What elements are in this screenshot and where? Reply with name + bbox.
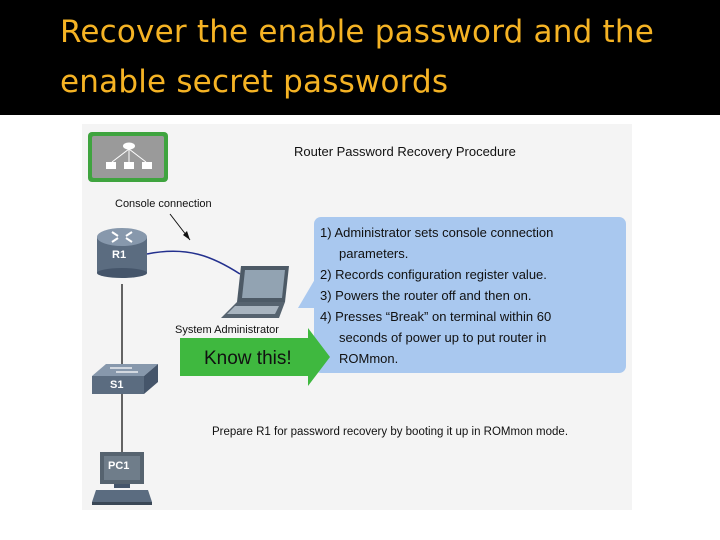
step-line: ROMmon.	[339, 351, 399, 366]
connection-lines	[121, 213, 241, 454]
diagram-caption: Prepare R1 for password recovery by boot…	[212, 426, 569, 438]
diagram-panel: Router Password Recovery Procedure Conso…	[82, 124, 632, 510]
slide-title-line-2: enable secret passwords	[60, 64, 449, 100]
step-line: 1) Administrator sets console connection	[320, 225, 554, 240]
green-arrow-icon	[180, 328, 330, 386]
switch-label: S1	[110, 379, 124, 391]
step-line: 3) Powers the router off and then on.	[320, 288, 532, 303]
know-this-callout: Know this!	[180, 328, 330, 386]
switch-s1: S1	[88, 362, 158, 396]
system-administrator-label: System Administrator	[175, 324, 279, 336]
router-r1: R1	[96, 224, 148, 278]
pc-icon	[92, 452, 152, 505]
console-connection-label: Console connection	[115, 198, 212, 210]
step-line: 4) Presses “Break” on terminal within 60	[320, 309, 552, 324]
topology-thumbnail	[88, 132, 168, 182]
laptop-icon	[221, 266, 289, 318]
switch-icon	[92, 364, 158, 394]
pc-label: PC1	[108, 460, 130, 472]
step-line: seconds of power up to put router in	[339, 330, 547, 345]
router-label: R1	[112, 249, 127, 261]
slide-title-line-1: Recover the enable password and the	[60, 14, 654, 50]
slide-title-bar: Recover the enable password and the enab…	[0, 0, 720, 115]
topology-thumbnail-icon	[106, 142, 152, 169]
router-icon	[97, 228, 147, 278]
know-this-text: Know this!	[204, 348, 292, 369]
pc-pc1: PC1	[92, 452, 152, 506]
steps-callout: 1) Administrator sets console connection…	[314, 217, 626, 373]
step-line: 2) Records configuration register value.	[320, 267, 547, 282]
step-line: parameters.	[339, 246, 409, 261]
diagram-title: Router Password Recovery Procedure	[294, 144, 516, 159]
callout-pointer	[298, 274, 318, 308]
